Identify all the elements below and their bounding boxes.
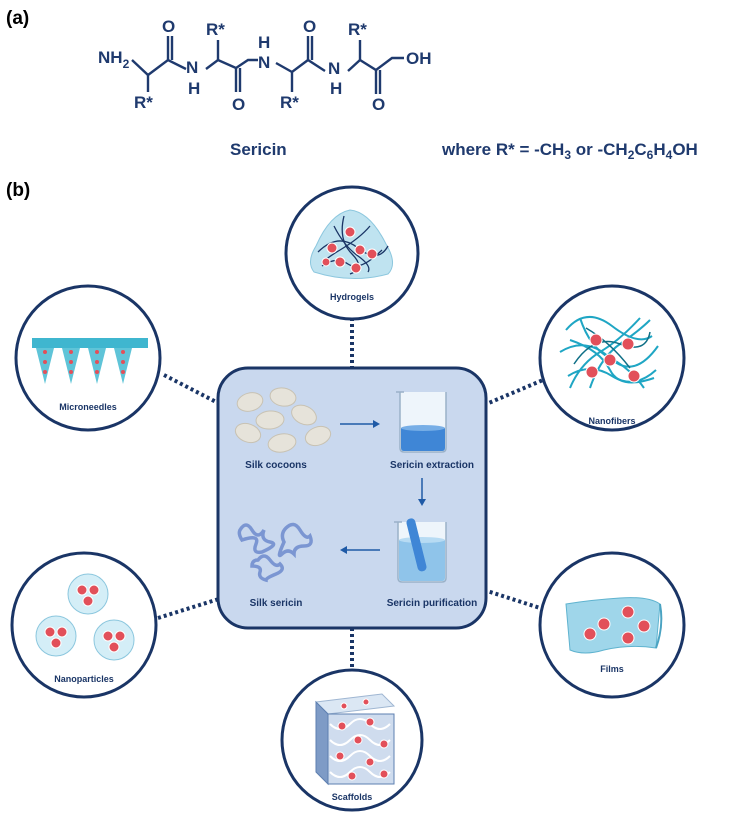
scaffolds-label: Scaffolds <box>332 792 373 802</box>
nanoparticles-label: Nanoparticles <box>54 674 114 684</box>
microneedles-label: Microneedles <box>59 402 117 412</box>
r-group-definition: where R* = -CH3 or -CH2C6H4OH <box>441 140 698 162</box>
beaker-extraction-illustration <box>396 391 447 453</box>
amide-h-2: H <box>258 33 270 52</box>
silk-cocoons-illustration <box>234 387 332 453</box>
hydrogels-label: Hydrogels <box>330 292 374 302</box>
amide-n-3: N <box>328 59 340 78</box>
structure-atoms: NH2 O N H O H N O N H O OH R* R* R* R* <box>98 17 432 114</box>
nanoparticles-node: Nanoparticles <box>10 551 158 699</box>
r-group-1: R* <box>134 93 153 112</box>
sericin-structure <box>131 36 404 94</box>
amine-group: NH2 <box>98 48 130 71</box>
arrow-extraction-icon <box>340 420 380 428</box>
nanofibers-node: Nanofibers <box>538 284 686 432</box>
silk-cocoons-label: Silk cocoons <box>245 460 307 471</box>
carbonyl-o-1: O <box>162 17 175 36</box>
connector-films <box>483 588 541 610</box>
carbonyl-o-2: O <box>232 95 245 114</box>
silk-sericin-label: Silk sericin <box>250 598 303 609</box>
carbonyl-o-4: O <box>372 95 385 114</box>
microneedles-node: Microneedles <box>14 284 162 432</box>
amide-h-3: H <box>330 79 342 98</box>
hydrogels-node: Hydrogels <box>284 185 420 321</box>
amide-n-2: N <box>258 53 270 72</box>
sericin-extraction-label: Sericin extraction <box>390 460 474 471</box>
films-node: Films <box>538 551 686 699</box>
arrow-purification-icon <box>418 478 426 506</box>
connectors <box>157 318 544 672</box>
scaffolds-node: Scaffolds <box>280 668 424 812</box>
sericin-purification-label: Sericin purification <box>387 598 478 609</box>
nanofibers-label: Nanofibers <box>588 416 635 426</box>
panel-b-label: (b) <box>6 180 30 201</box>
amide-h-1: H <box>188 79 200 98</box>
beaker-purification-illustration <box>394 518 447 583</box>
silk-sericin-illustration <box>237 522 313 583</box>
carbonyl-o-3: O <box>303 17 316 36</box>
r-group-3: R* <box>280 93 299 112</box>
r-group-2: R* <box>206 20 225 39</box>
connector-nanofibers <box>483 378 544 407</box>
process-box: Silk cocoons Sericin extraction Seric <box>216 366 488 630</box>
connector-nanoparticles <box>157 596 223 620</box>
panel-a-label: (a) <box>6 8 29 29</box>
hydroxyl-group: OH <box>406 49 432 68</box>
amide-n-1: N <box>186 58 198 77</box>
films-label: Films <box>600 664 624 674</box>
connector-microneedles <box>163 373 223 407</box>
r-group-4: R* <box>348 20 367 39</box>
molecule-name: Sericin <box>230 140 287 159</box>
arrow-sericin-icon <box>340 546 380 554</box>
